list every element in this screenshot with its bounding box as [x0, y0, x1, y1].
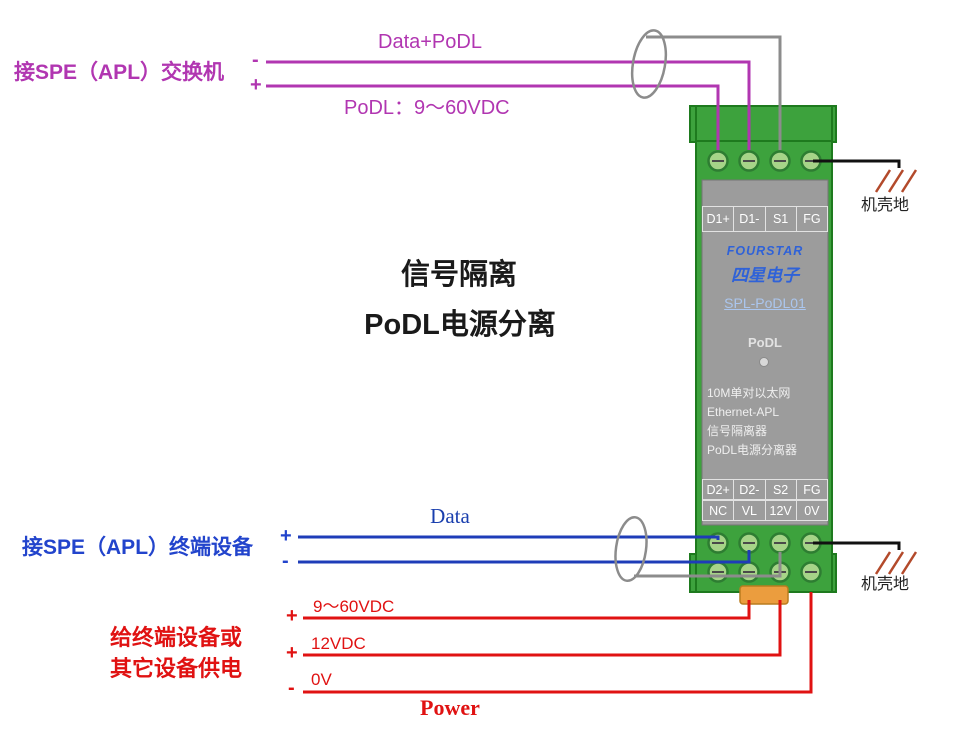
- terminal-label-cell: FG: [795, 480, 827, 499]
- wire-switch-minus: [266, 60, 751, 150]
- power-plus-12v: +: [286, 642, 298, 664]
- module-description: 10M单对以太网 Ethernet-APL 信号隔离器 PoDL电源分离器: [707, 384, 797, 460]
- wire-chassis-ground-top: [813, 159, 901, 168]
- ground-symbol-top: [874, 169, 918, 193]
- polarity-plus-top: +: [250, 74, 262, 96]
- podl-voltage-label: PoDL：9～60VDC: [344, 97, 510, 119]
- v0-wire-label: 0V: [311, 670, 332, 689]
- cable-label-top: Data+PoDL: [378, 31, 482, 53]
- terminal-label-cell: D2-: [733, 480, 764, 499]
- wire-power-vin: [303, 600, 751, 620]
- terminal-label-cell: NC: [709, 503, 728, 518]
- polarity-plus-bottom: +: [280, 525, 292, 547]
- screw: [738, 532, 760, 554]
- power-minus-0v: -: [288, 677, 295, 699]
- brand-logo-text: FOURSTAR: [726, 244, 804, 258]
- power-label: Power: [420, 695, 480, 720]
- terminal-label-cell: 0V: [795, 501, 827, 520]
- switch-side-label: 接SPE（APL）交换机: [14, 61, 225, 84]
- bottom-terminal-labels-row2: NC VL 12V 0V: [702, 500, 828, 521]
- wire-shield-bottom: [634, 552, 782, 578]
- terminal-label-cell: D2+: [706, 482, 730, 497]
- brand-chinese-text: 四星电子: [731, 266, 799, 285]
- diagram-title-line2: PoDL电源分离: [364, 309, 556, 341]
- screw: [738, 561, 760, 583]
- wire-chassis-ground-bottom: [813, 541, 901, 550]
- screw: [738, 150, 760, 172]
- screw: [707, 150, 729, 172]
- terminal-label-cell: D1-: [733, 207, 764, 231]
- wire-power-12v: [303, 600, 782, 657]
- bottom-terminal-labels-row1: D2+ D2- S2 FG: [702, 479, 828, 500]
- terminal-label-cell: VL: [733, 501, 764, 520]
- wire-shield-top: [646, 35, 782, 150]
- power-plus-vin: +: [286, 605, 298, 627]
- wire-device-plus: [298, 535, 720, 540]
- cable-label-bottom: Data: [430, 504, 470, 528]
- ground-symbol-bottom: [874, 551, 918, 575]
- podl-led: [759, 357, 769, 367]
- diagram-title-line1: 信号隔离: [400, 259, 517, 291]
- terminal-label-cell: 12V: [764, 501, 796, 520]
- screw: [800, 561, 822, 583]
- wire-device-minus: [298, 550, 751, 564]
- module-desc-line: 10M单对以太网: [707, 386, 791, 400]
- screw: [707, 561, 729, 583]
- podl-led-label: PoDL: [748, 335, 782, 350]
- terminal-label-cell: S1: [764, 207, 796, 231]
- module-face: [701, 179, 829, 526]
- screw: [769, 532, 791, 554]
- polarity-minus-bottom: -: [282, 550, 289, 572]
- cable-ellipse-bottom: [614, 515, 648, 583]
- wire-switch-plus: [266, 84, 720, 150]
- chassis-ground-label-top: 机壳地: [861, 197, 910, 214]
- module-desc-line: PoDL电源分离器: [707, 443, 798, 457]
- polarity-minus-top: -: [252, 49, 259, 71]
- top-terminal-labels: D1+ D1- S1 FG: [702, 206, 828, 232]
- terminal-device-label: 接SPE（APL）终端设备: [22, 536, 254, 559]
- vin-wire-label: 9～60VDC: [313, 597, 395, 616]
- cable-ellipse-top: [630, 29, 668, 99]
- terminal-label-cell: S2: [764, 480, 796, 499]
- din-clip: [739, 585, 789, 605]
- terminal-label-cell: FG: [795, 207, 827, 231]
- supply-label-line1: 给终端设备或: [110, 625, 243, 650]
- terminal-label-cell: D1+: [706, 212, 730, 226]
- wire-power-0v: [303, 592, 813, 694]
- isolator-module: [689, 105, 837, 605]
- supply-label-line2: 其它设备供电: [110, 656, 243, 681]
- chassis-ground-label-bottom: 机壳地: [861, 576, 910, 593]
- module-desc-line: 信号隔离器: [707, 424, 768, 438]
- model-number: SPL-PoDL01: [724, 295, 806, 311]
- screw: [769, 150, 791, 172]
- module-desc-line: Ethernet-APL: [707, 405, 780, 419]
- v12-wire-label: 12VDC: [311, 634, 366, 653]
